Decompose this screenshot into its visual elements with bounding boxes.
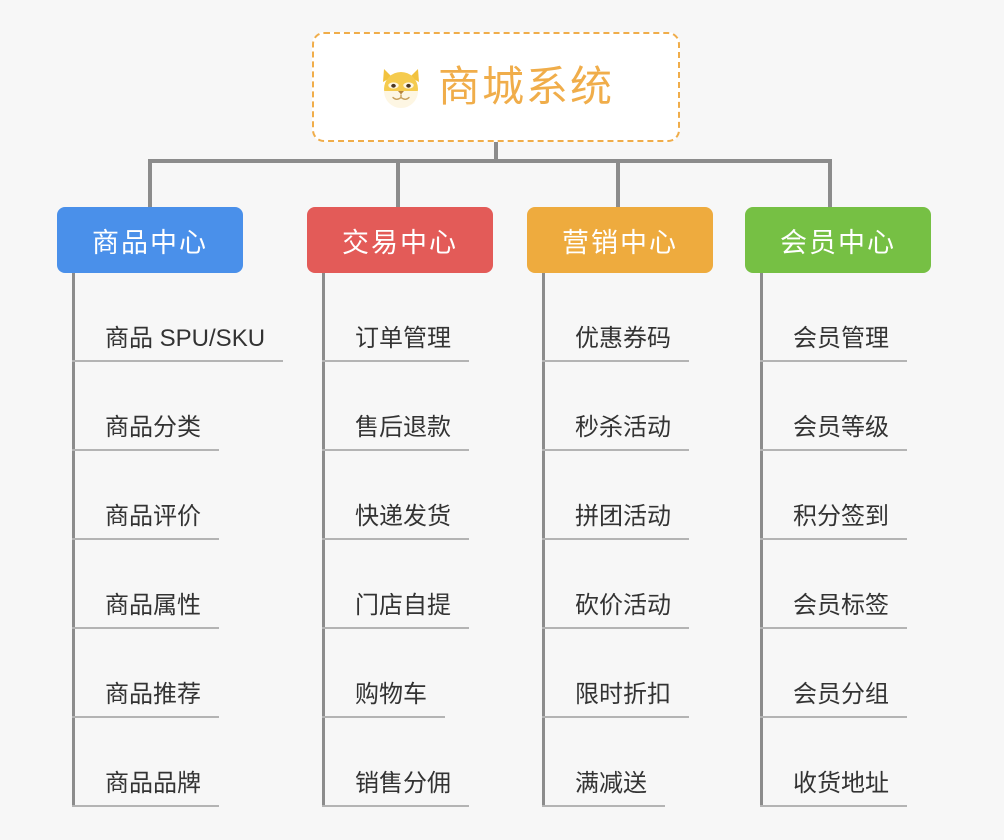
list-item[interactable]: 优惠券码 [527, 273, 742, 362]
list-item[interactable]: 商品属性 [57, 540, 297, 629]
list-item[interactable]: 砍价活动 [527, 540, 742, 629]
branch-trade-center: 订单管理 售后退款 快递发货 门店自提 购物车 销售分佣 [307, 273, 527, 807]
leaf-label: 优惠券码 [542, 325, 689, 362]
list-item[interactable]: 商品分类 [57, 362, 297, 451]
leaf-label: 积分签到 [760, 503, 907, 540]
leaf-label: 订单管理 [322, 325, 469, 362]
connector-drop-2 [396, 159, 400, 207]
branch-trunk [760, 273, 763, 807]
connector-drop-1 [148, 159, 152, 207]
leaf-label: 销售分佣 [322, 770, 469, 807]
list-item[interactable]: 售后退款 [307, 362, 527, 451]
list-item[interactable]: 收货地址 [745, 718, 960, 807]
leaf-label: 购物车 [322, 681, 445, 718]
leaf-label: 商品属性 [72, 592, 219, 629]
leaf-label: 砍价活动 [542, 592, 689, 629]
branch-product-center: 商品 SPU/SKU 商品分类 商品评价 商品属性 商品推荐 商品品牌 [57, 273, 297, 807]
list-item[interactable]: 会员分组 [745, 629, 960, 718]
category-title: 会员中心 [780, 227, 896, 258]
dog-face-icon [378, 65, 424, 109]
leaf-label: 商品 SPU/SKU [72, 325, 284, 362]
leaf-label: 门店自提 [322, 592, 469, 629]
leaf-label: 商品推荐 [72, 681, 219, 718]
leaf-label: 限时折扣 [542, 681, 689, 718]
category-header-marketing-center[interactable]: 营销中心 [527, 207, 713, 273]
list-item[interactable]: 商品评价 [57, 451, 297, 540]
branch-member-center: 会员管理 会员等级 积分签到 会员标签 会员分组 收货地址 [745, 273, 960, 807]
leaf-label: 会员管理 [760, 325, 907, 362]
branch-trunk [72, 273, 75, 807]
connector-drop-3 [616, 159, 620, 207]
list-item[interactable]: 会员管理 [745, 273, 960, 362]
leaf-label: 商品评价 [72, 503, 219, 540]
list-item[interactable]: 销售分佣 [307, 718, 527, 807]
list-item[interactable]: 积分签到 [745, 451, 960, 540]
category-title: 营销中心 [562, 227, 678, 258]
category-column-marketing-center: 营销中心 优惠券码 秒杀活动 拼团活动 砍价活动 限时折扣 满减送 [527, 207, 742, 807]
category-header-trade-center[interactable]: 交易中心 [307, 207, 493, 273]
branch-marketing-center: 优惠券码 秒杀活动 拼团活动 砍价活动 限时折扣 满减送 [527, 273, 742, 807]
list-item[interactable]: 商品 SPU/SKU [57, 273, 297, 362]
leaf-label: 商品品牌 [72, 770, 219, 807]
leaf-label: 收货地址 [760, 770, 907, 807]
branch-trunk [542, 273, 545, 807]
list-item[interactable]: 限时折扣 [527, 629, 742, 718]
list-item[interactable]: 快递发货 [307, 451, 527, 540]
category-column-trade-center: 交易中心 订单管理 售后退款 快递发货 门店自提 购物车 销售分佣 [307, 207, 527, 807]
leaf-label: 满减送 [542, 770, 665, 807]
leaf-label: 会员分组 [760, 681, 907, 718]
list-item[interactable]: 商品品牌 [57, 718, 297, 807]
connector-root-stem [494, 142, 498, 163]
list-item[interactable]: 商品推荐 [57, 629, 297, 718]
category-column-member-center: 会员中心 会员管理 会员等级 积分签到 会员标签 会员分组 收货地址 [745, 207, 960, 807]
leaf-label: 秒杀活动 [542, 414, 689, 451]
root-title: 商城系统 [437, 63, 614, 110]
connector-drop-4 [828, 159, 832, 207]
list-item[interactable]: 秒杀活动 [527, 362, 742, 451]
leaf-label: 商品分类 [72, 414, 219, 451]
category-header-product-center[interactable]: 商品中心 [57, 207, 243, 273]
category-column-product-center: 商品中心 商品 SPU/SKU 商品分类 商品评价 商品属性 商品推荐 商品品牌 [57, 207, 297, 807]
branch-trunk [322, 273, 325, 807]
list-item[interactable]: 拼团活动 [527, 451, 742, 540]
list-item[interactable]: 门店自提 [307, 540, 527, 629]
leaf-label: 拼团活动 [542, 503, 689, 540]
list-item[interactable]: 会员等级 [745, 362, 960, 451]
category-title: 商品中心 [92, 227, 208, 258]
leaf-label: 会员标签 [760, 592, 907, 629]
list-item[interactable]: 满减送 [527, 718, 742, 807]
list-item[interactable]: 会员标签 [745, 540, 960, 629]
category-title: 交易中心 [342, 227, 458, 258]
leaf-label: 售后退款 [322, 414, 469, 451]
leaf-label: 快递发货 [322, 503, 469, 540]
category-header-member-center[interactable]: 会员中心 [745, 207, 931, 273]
list-item[interactable]: 订单管理 [307, 273, 527, 362]
leaf-label: 会员等级 [760, 414, 907, 451]
list-item[interactable]: 购物车 [307, 629, 527, 718]
connector-bus-bar [148, 159, 832, 163]
root-node[interactable]: 商城系统 [312, 32, 680, 142]
